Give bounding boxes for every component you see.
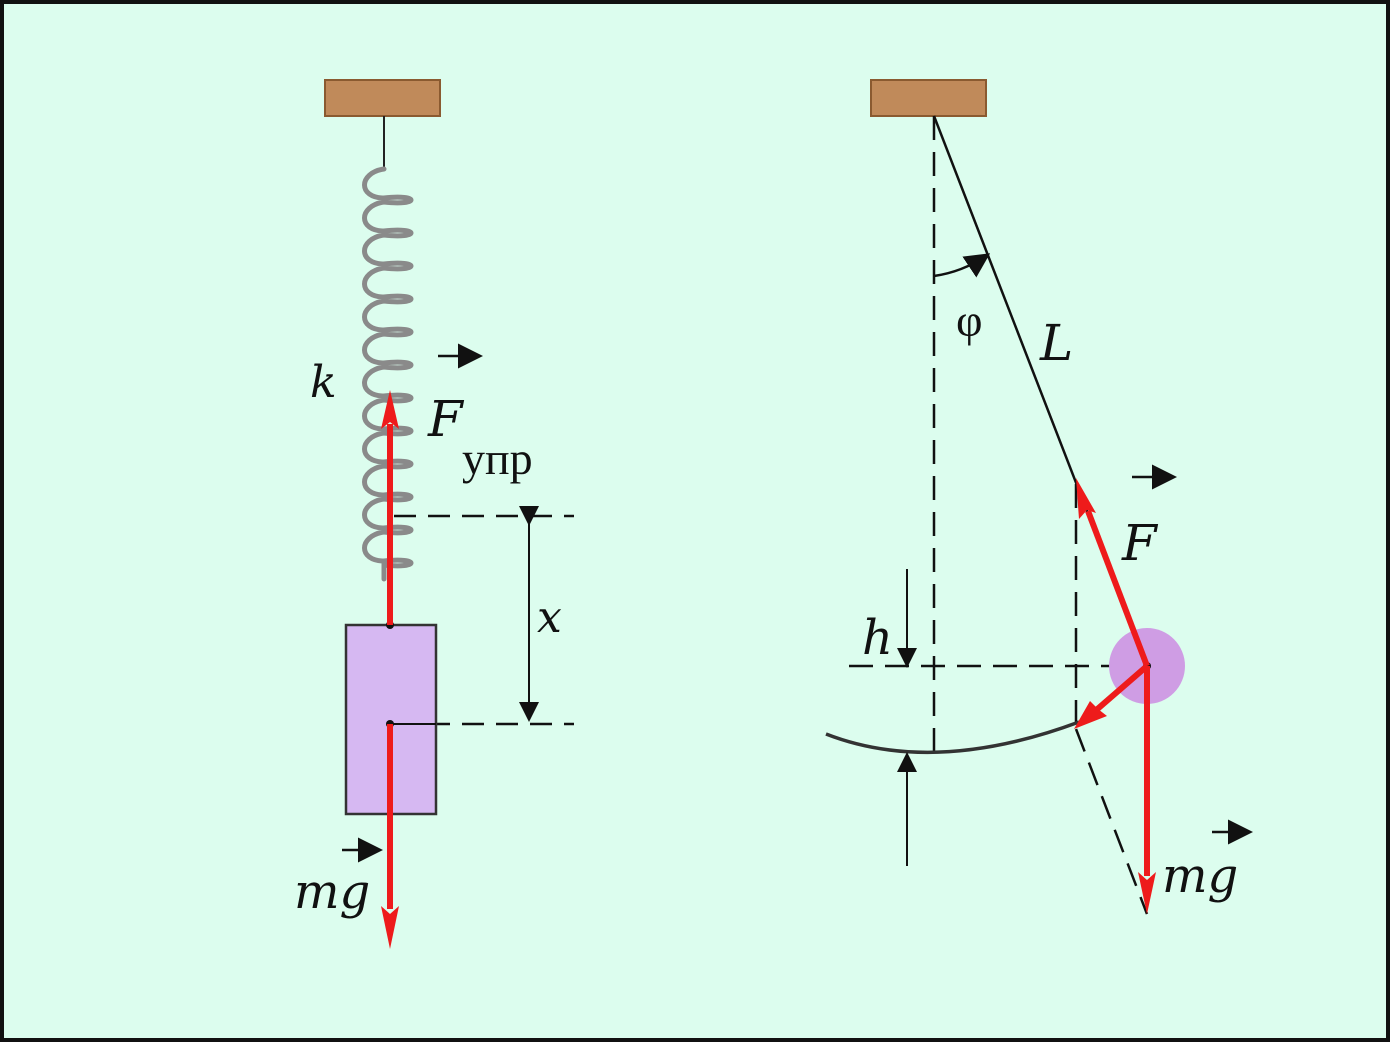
trajectory-arc bbox=[825, 720, 1080, 755]
math-pendulum: φ L h F mg bbox=[825, 79, 1253, 915]
weight-arrowhead-right bbox=[1138, 872, 1156, 914]
weight-label-left: mg bbox=[294, 864, 370, 920]
pendulum-support bbox=[870, 79, 987, 117]
tension-force-arrowhead bbox=[1076, 478, 1096, 519]
angle-arc bbox=[933, 253, 991, 278]
spring-pendulum: k F упр x mg bbox=[294, 79, 574, 949]
tension-force-label: F bbox=[1121, 514, 1159, 572]
elastic-force-subscript: упр bbox=[462, 433, 533, 484]
spring-support bbox=[324, 79, 441, 117]
elastic-force-label: F bbox=[427, 390, 465, 448]
displacement-label: x bbox=[537, 592, 562, 643]
spring-coil bbox=[362, 166, 414, 582]
weight-label-right: mg bbox=[1162, 848, 1238, 904]
weight-arrowhead-left bbox=[381, 906, 399, 949]
string-extension-dashed bbox=[1074, 728, 1149, 915]
length-label: L bbox=[1039, 314, 1073, 372]
restoring-force-arrowhead bbox=[1074, 701, 1107, 729]
angle-label: φ bbox=[956, 295, 983, 346]
tension-force-arrow bbox=[1085, 509, 1150, 668]
restoring-force-arrow bbox=[1092, 663, 1149, 715]
elastic-force-arrowhead bbox=[381, 390, 399, 429]
physics-diagram: k F упр x mg bbox=[294, 79, 1253, 949]
spring-constant-label: k bbox=[310, 357, 337, 408]
height-label: h bbox=[862, 610, 893, 666]
